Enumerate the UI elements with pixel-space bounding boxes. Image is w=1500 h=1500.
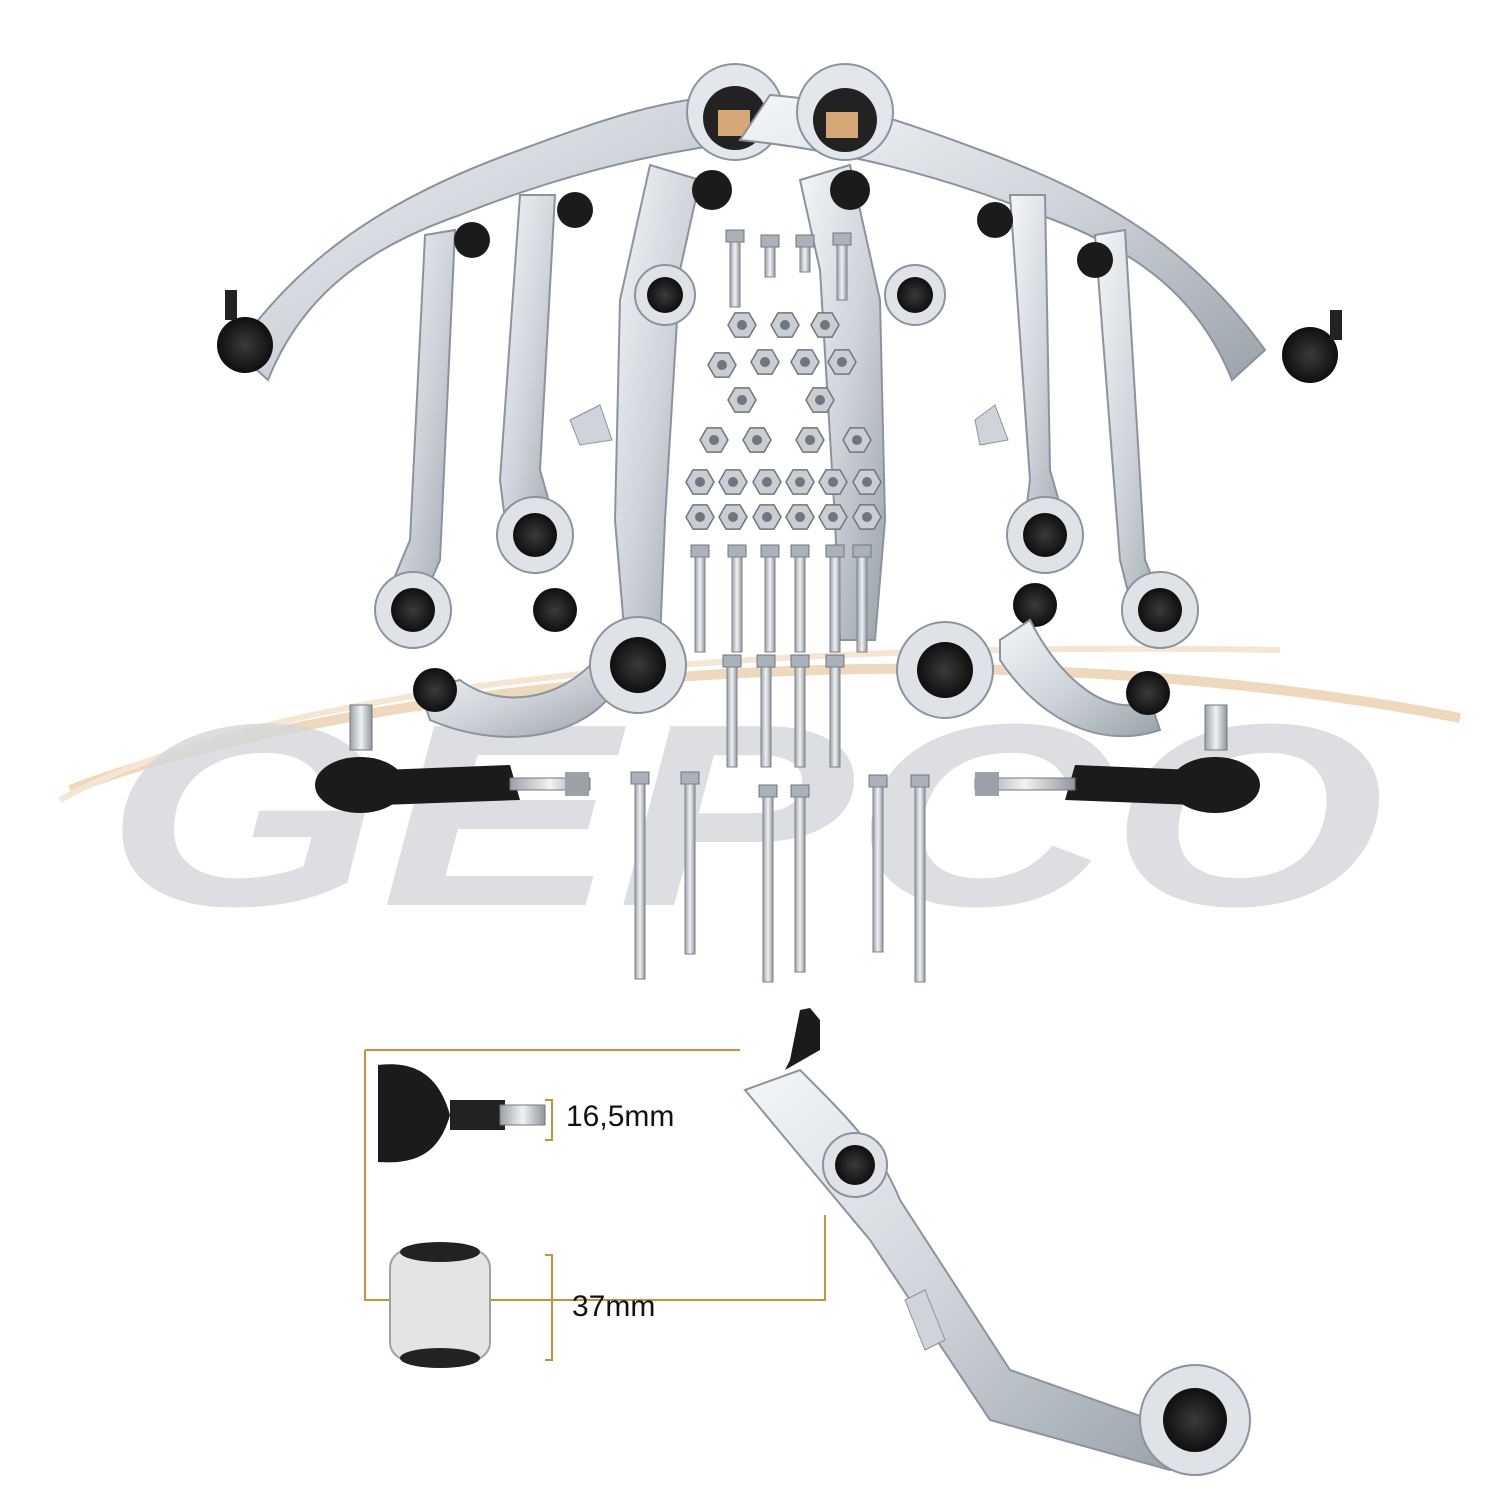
bolt (722, 654, 742, 668)
bolt (725, 229, 745, 243)
control-arm-left-inner (496, 192, 593, 632)
bolt (795, 234, 815, 248)
bolt (760, 234, 780, 248)
watermark-logo: GEPCO (58, 645, 1461, 961)
bolt (630, 771, 650, 785)
bolt (790, 544, 810, 558)
bolt (756, 654, 776, 668)
tie-rod-end-right (974, 704, 1260, 813)
bushing-detail (389, 1242, 491, 1368)
watermark-text: GEPCO (105, 671, 1385, 961)
upper-curved-arm-right (738, 63, 1342, 383)
bolt (832, 232, 852, 246)
track-arm-left-lower (413, 658, 617, 738)
track-arm-right-lower (999, 618, 1170, 738)
bolt (727, 544, 747, 558)
bolt (690, 544, 710, 558)
control-arm-left-outer (374, 222, 490, 649)
upper-curved-arm-left (217, 63, 784, 382)
bolt (680, 771, 700, 785)
bolt (910, 774, 930, 788)
bolt (790, 654, 810, 668)
tie-rod-end-left (315, 704, 591, 813)
bolt (868, 774, 888, 788)
bolt (758, 784, 778, 798)
stud-length-label: 16,5mm (566, 1100, 675, 1133)
bolt (825, 544, 845, 558)
lower-arm-detail (743, 1008, 1251, 1476)
control-arm-right-inner (977, 194, 1084, 627)
bolt (760, 544, 780, 558)
control-arm-right-outer (1077, 228, 1199, 649)
ball-joint-detail (378, 1064, 546, 1163)
lower-arm-left-long (569, 163, 732, 714)
hardware-set (630, 229, 930, 983)
bolt (852, 544, 872, 558)
dimension-guides (364, 1049, 826, 1361)
bushing-width-label: 37mm (572, 1290, 656, 1323)
bolt (825, 654, 845, 668)
bolt (790, 784, 810, 798)
